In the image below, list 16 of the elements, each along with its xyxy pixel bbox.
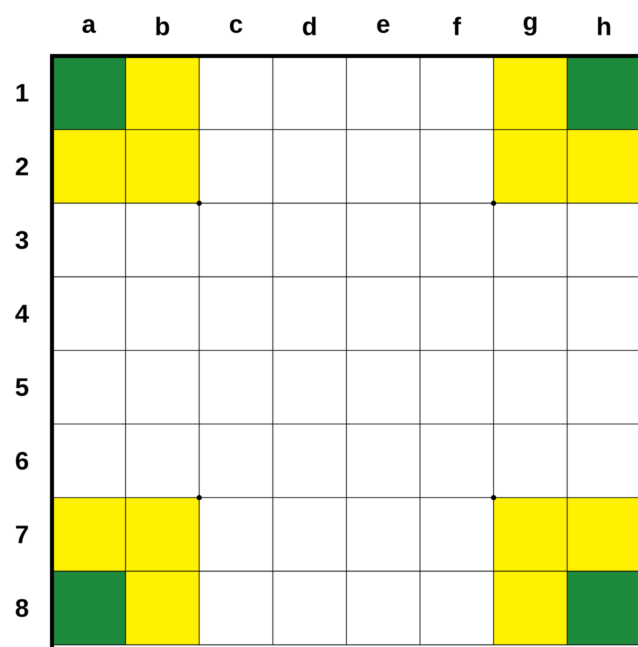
- axis-label: 8: [16, 599, 28, 617]
- axis-label: 3: [16, 231, 28, 249]
- axis-label: f: [453, 16, 462, 36]
- axis-label: b: [156, 16, 170, 36]
- axis-label: 5: [16, 378, 28, 396]
- axis-label: d: [302, 16, 316, 36]
- axis-label: c: [230, 19, 242, 33]
- axis-label: 6: [16, 452, 28, 470]
- axis-label: g: [524, 16, 536, 36]
- axis-label: 7: [16, 526, 28, 544]
- axis-label: a: [82, 19, 96, 33]
- axis-label: 1: [16, 84, 28, 102]
- axis-label: 4: [15, 304, 29, 322]
- axis-label: 2: [16, 158, 28, 176]
- axis-label: e: [377, 19, 390, 33]
- axis-label: h: [598, 16, 610, 36]
